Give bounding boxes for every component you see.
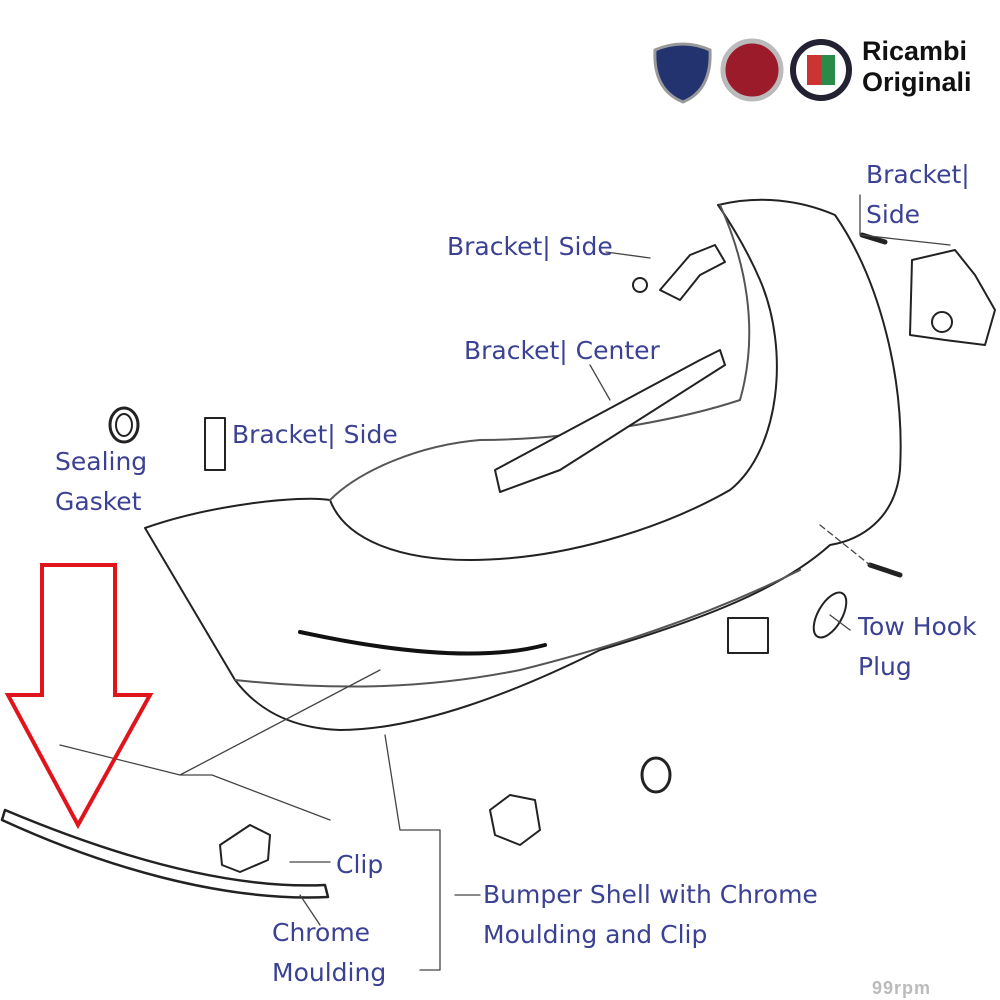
label-line: Tow Hook [858,612,977,641]
bracket-side-right [909,249,996,346]
bumper-shell [144,198,902,731]
label-bracket-center: Bracket| Center [464,336,660,365]
sealing-gasket [108,406,140,444]
label-line: Chrome [272,918,371,947]
label-bracket-side-left: Bracket| Side [232,420,398,449]
label-line: Side [866,200,921,229]
ricambi-originali-brand: Ricambi Originali [862,36,972,98]
label-bracket-side-top: Bracket| Side [447,232,613,261]
chrome-moulding-on-bumper [298,630,547,656]
lancia-logo [653,42,712,104]
bracket-center [494,349,726,493]
brand-title-line2: Originali [862,67,972,97]
bracket-side-left [204,417,226,471]
watermark: 99rpm [872,978,932,998]
label-chrome-moulding: Chrome Moulding [272,913,386,993]
brand-logos [653,38,852,104]
sensor [489,794,541,846]
label-line: Gasket [55,487,142,516]
label-line: Bracket| [866,160,970,189]
label-clip: Clip [336,850,384,879]
fiat-logo [720,38,784,102]
chrome-moulding [0,808,330,899]
label-sealing-gasket: Sealing Gasket [55,442,147,522]
label-line: Sealing [55,447,148,476]
clip [219,824,271,873]
label-bracket-side-right: Bracket| Side [866,155,970,235]
label-tow-hook-plug: Tow Hook Plug [858,607,977,687]
bracket-side-top [659,244,726,301]
label-line: Bumper Shell with Chrome [483,880,818,909]
red-arrow-indicator [4,563,154,830]
brand-title-line1: Ricambi [862,36,968,66]
label-line: Plug [858,652,912,681]
label-line: Moulding and Clip [483,920,708,949]
label-bumper-shell: Bumper Shell with Chrome Moulding and Cl… [483,875,818,955]
label-line: Moulding [272,958,387,987]
